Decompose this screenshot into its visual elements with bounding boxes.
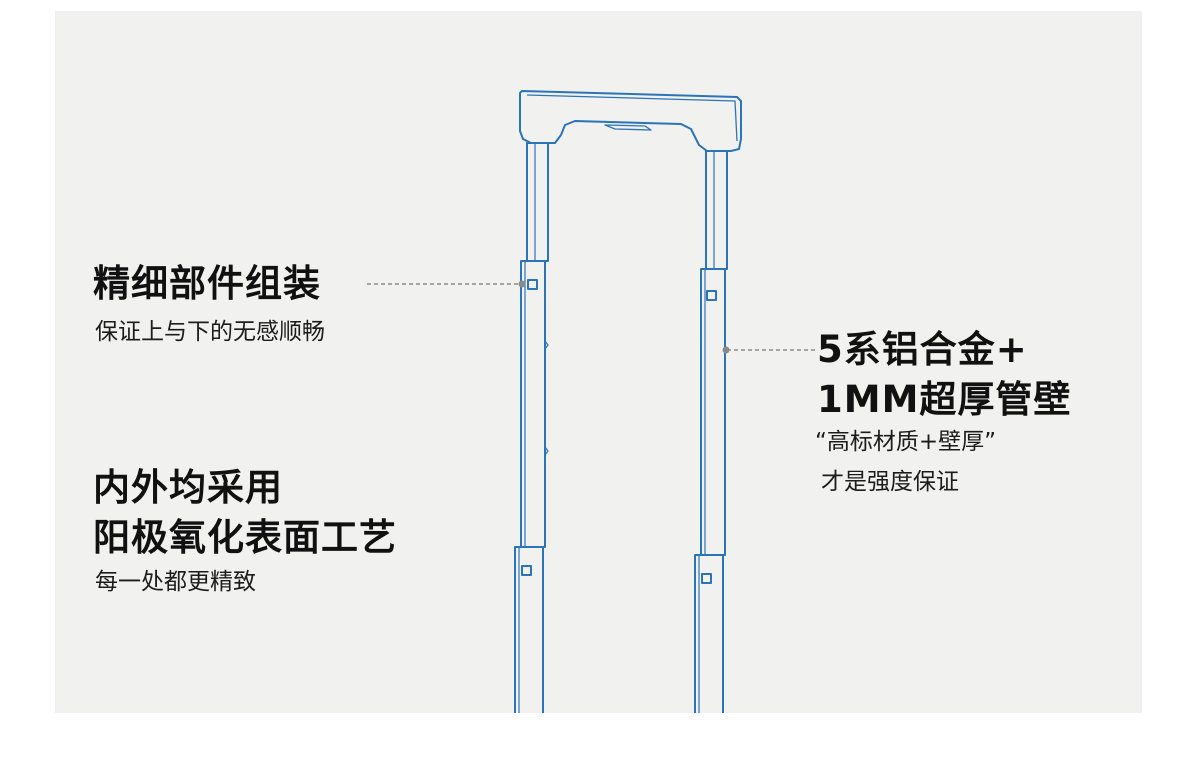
leader-lines <box>367 283 815 351</box>
right-upper-tube <box>705 150 728 270</box>
callout-title-anodized-line1: 内外均采用 <box>93 466 283 509</box>
callout-subtitle-anodized: 每一处都更精致 <box>95 569 256 595</box>
left-upper-tube <box>526 142 549 262</box>
callout-title-anodized-line2: 阳极氧化表面工艺 <box>93 516 397 559</box>
callout-title-alloy-line1: 5系铝合金+ <box>817 328 1028 371</box>
callout-title-assembly: 精细部件组装 <box>93 262 321 305</box>
callout-subtitle-assembly: 保证上与下的无感顺畅 <box>95 319 325 345</box>
leader-dot-right <box>722 346 730 354</box>
callout-title-alloy-line2: 1MM超厚管壁 <box>817 378 1072 421</box>
right-lower-tube <box>694 554 724 713</box>
trolley-handle-illustration <box>367 90 815 713</box>
left-lower-tube <box>514 546 544 713</box>
leader-dot-left <box>518 280 526 288</box>
product-panel: 精细部件组装 保证上与下的无感顺畅 内外均采用 阳极氧化表面工艺 每一处都更精致… <box>55 11 1142 713</box>
callout-subtitle-alloy-line2: 才是强度保证 <box>821 469 959 495</box>
callout-subtitle-alloy-line1: “高标材质+壁厚” <box>815 429 997 455</box>
